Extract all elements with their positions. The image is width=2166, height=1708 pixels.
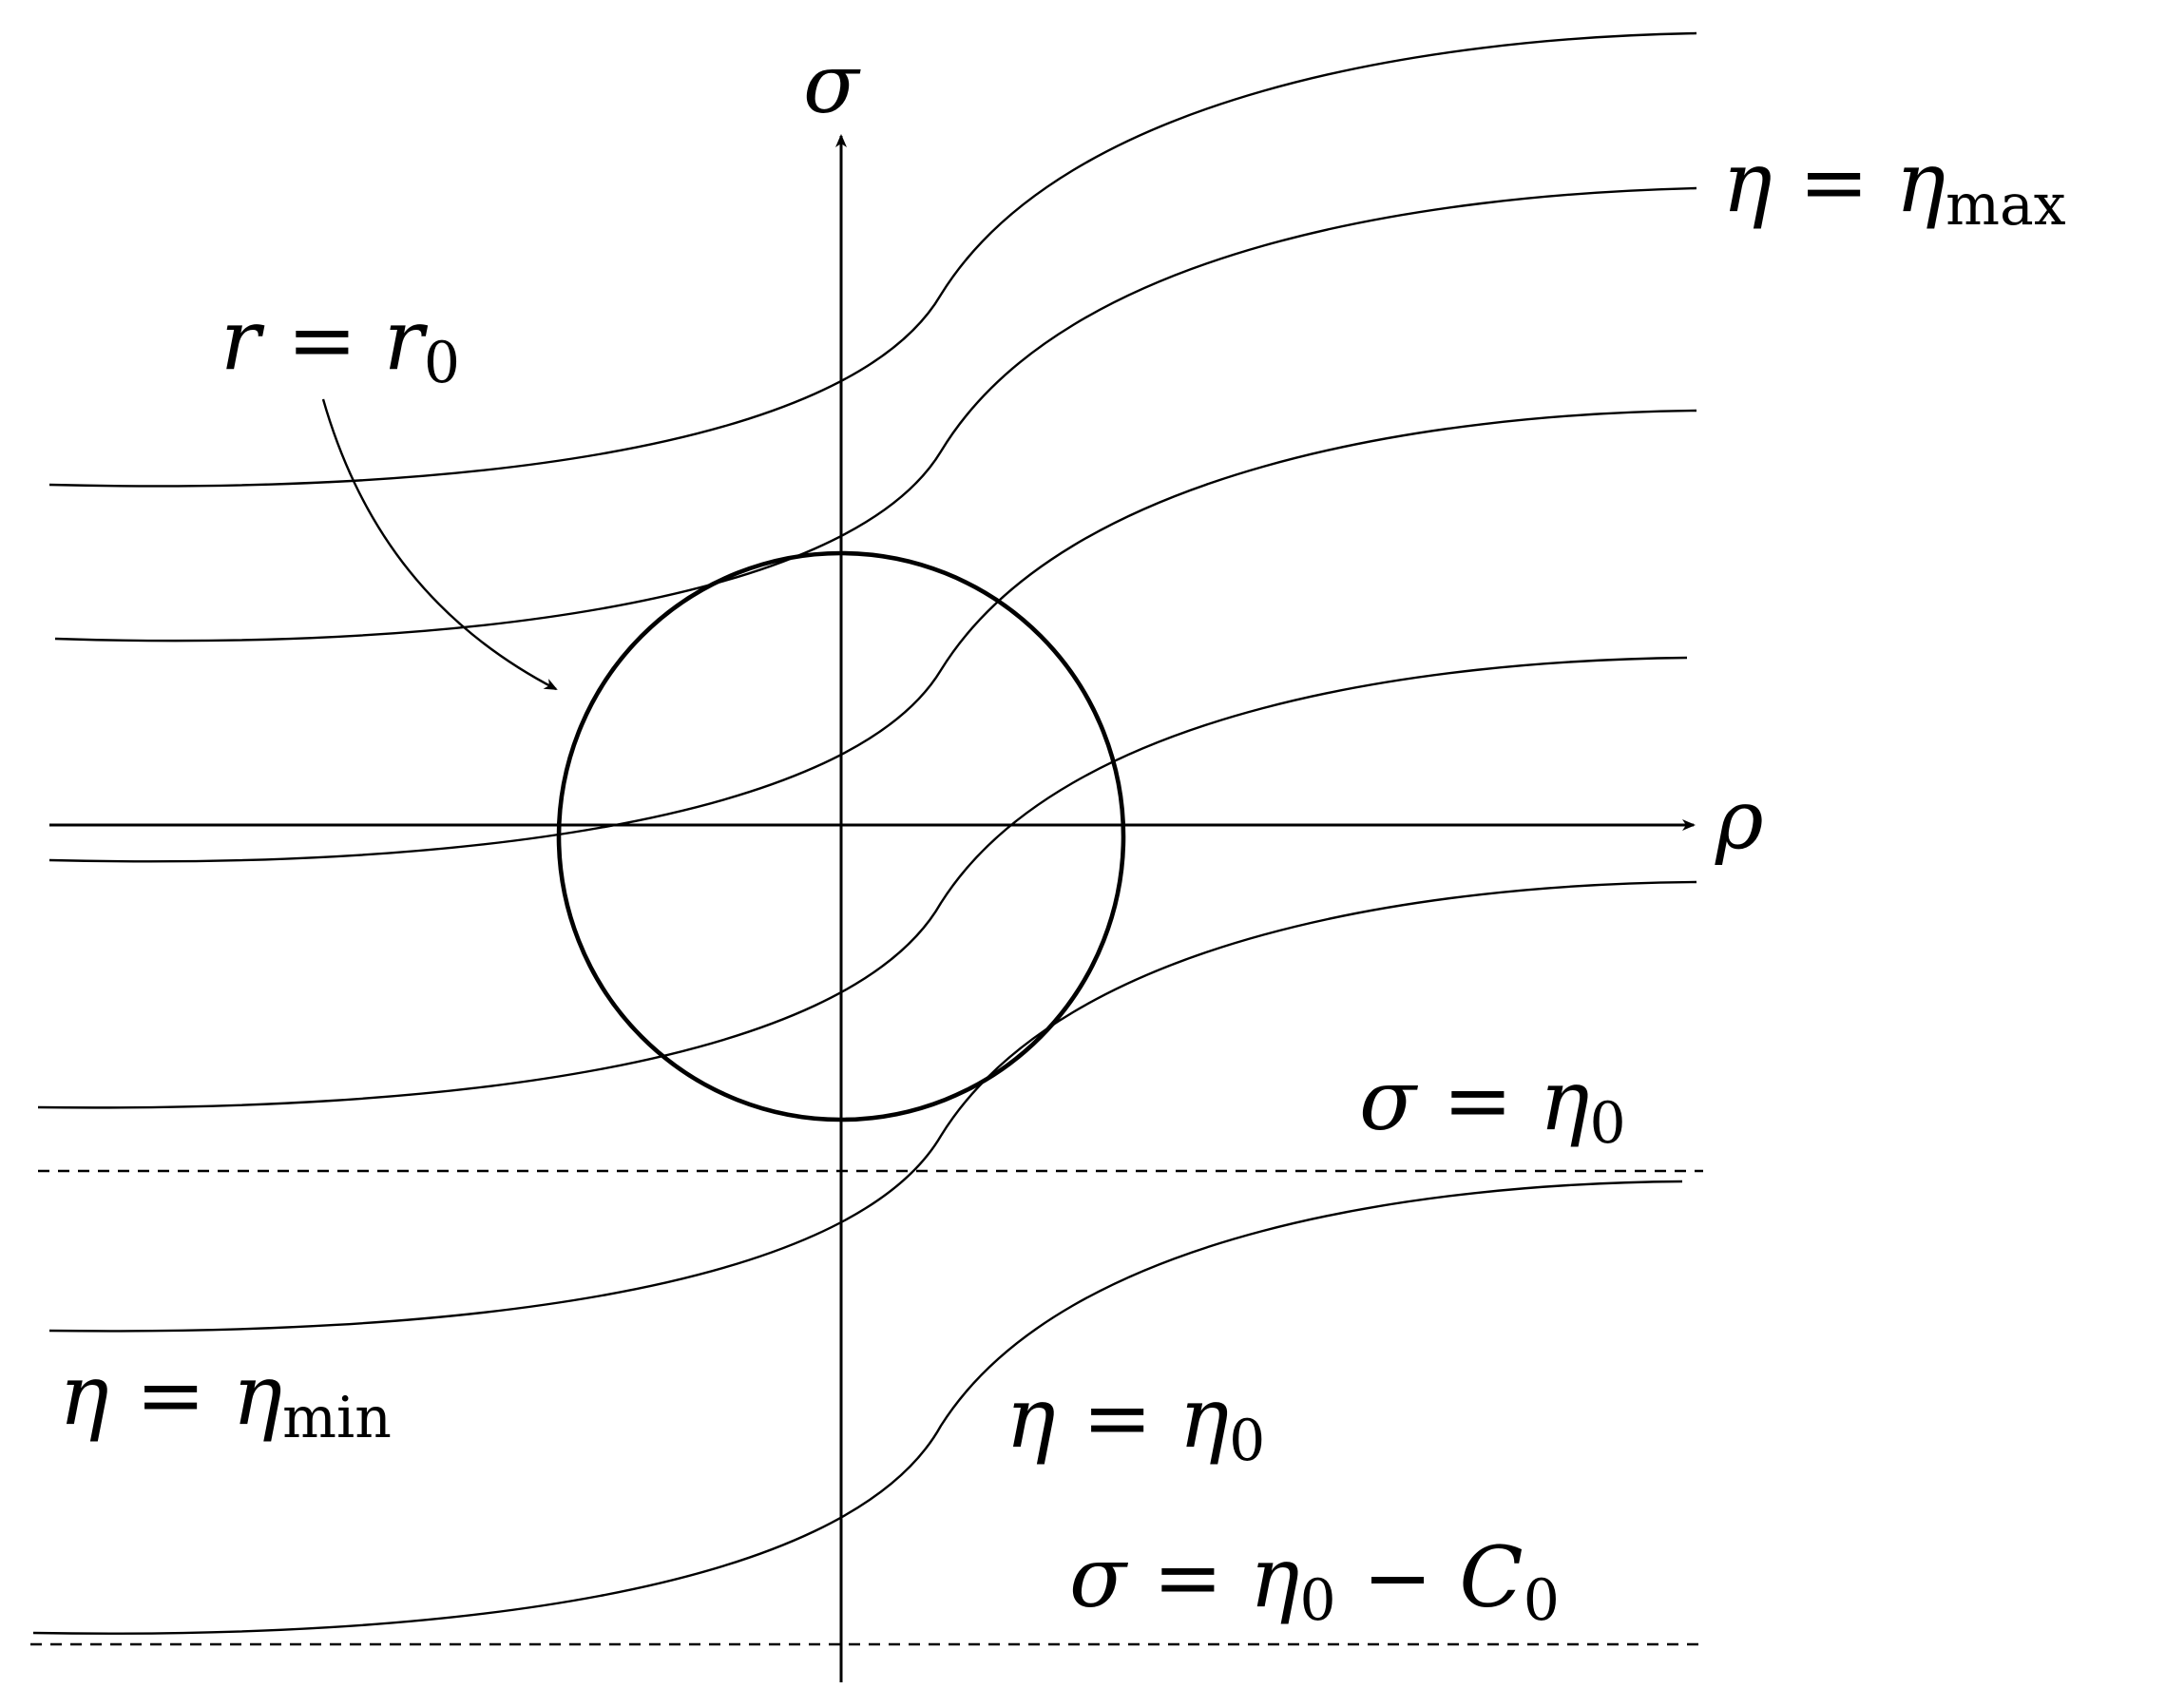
- level-curve-3: [48, 409, 1697, 863]
- sigma-axis-label: σ: [803, 37, 861, 132]
- level-curve-4: [37, 656, 1688, 1109]
- r-equals-r0-label: r = r0: [220, 291, 460, 396]
- eta-min-label: η = ηmin: [59, 1346, 392, 1451]
- eta-max-label: η = ηmax: [1722, 133, 2066, 239]
- level-curve-eta-max: [54, 186, 1697, 643]
- r0-pointer-arrow: [321, 398, 558, 691]
- level-curve-5: [48, 880, 1697, 1333]
- sigma-equals-eta0-label: σ = η0: [1359, 1051, 1626, 1157]
- circle-r0: [556, 550, 1126, 1123]
- level-curve-top: [48, 31, 1697, 488]
- sigma-equals-eta0-minus-c0-label: σ = η0 − C0: [1069, 1528, 1560, 1634]
- rho-axis-label: ρ: [1715, 773, 1764, 868]
- eta-equals-eta0-label: η = η0: [1006, 1369, 1265, 1474]
- level-curve-6: [32, 1180, 1683, 1635]
